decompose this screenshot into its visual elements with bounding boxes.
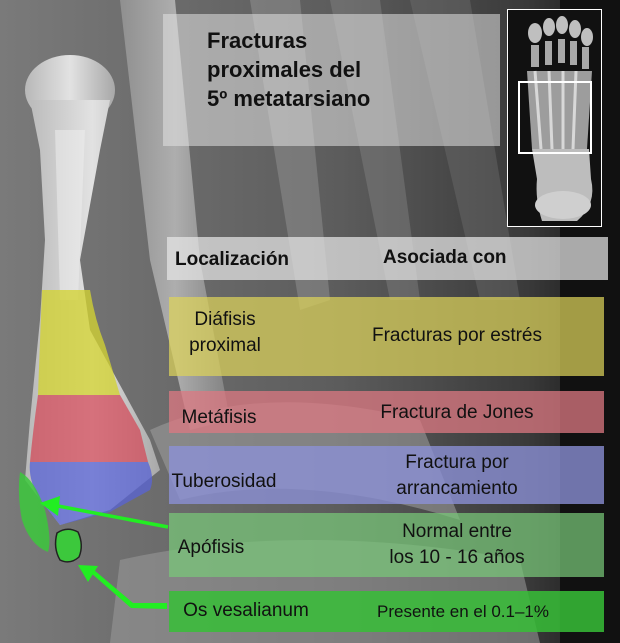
table-row: Os vesalianum Presente en el 0.1–1%	[169, 591, 604, 632]
row-associated: Fractura de Jones	[380, 402, 534, 423]
table-row: Metáfisis Fractura de Jones	[169, 391, 604, 433]
page-title: Fracturas proximales del 5º metatarsiano	[207, 26, 370, 113]
zone-os-vesalianum	[54, 528, 82, 563]
row-location: Metáfisis	[181, 407, 257, 428]
foot-xray-thumbnail-icon	[507, 9, 602, 227]
table-header: Localización Asociada con	[167, 237, 608, 280]
row-associated: Presente en el 0.1–1%	[376, 602, 549, 621]
zone-proximal-diaphysis	[38, 290, 120, 395]
row-location: Apófisis	[177, 537, 245, 558]
title-line: proximales del	[207, 57, 362, 82]
table-row: Tuberosidad Fractura por arrancamiento	[169, 446, 604, 504]
header-associated: Asociada con	[383, 247, 507, 268]
row-associated: Normal entre los 10 - 16 años	[389, 521, 525, 568]
table-row: Diáfisis proximal Fracturas por estrés	[169, 297, 604, 376]
title-line: Fracturas	[207, 28, 308, 53]
row-location: Os vesalianum	[183, 600, 309, 621]
title-panel: Fracturas proximales del 5º metatarsiano	[163, 14, 500, 146]
arrow-left-icon	[40, 496, 169, 529]
arrow-left-icon	[78, 565, 167, 609]
title-line: 5º metatarsiano	[207, 86, 371, 111]
row-location: Diáfisis proximal	[189, 309, 261, 356]
row-associated: Fracturas por estrés	[372, 325, 542, 346]
row-location: Tuberosidad	[171, 471, 277, 492]
zone-tuberosity	[29, 462, 153, 525]
header-location: Localización	[175, 249, 290, 270]
zone-metaphysis	[30, 395, 148, 462]
row-associated: Fractura por arrancamiento	[396, 452, 518, 499]
zone-apophysis	[18, 472, 50, 552]
table-row: Apófisis Normal entre los 10 - 16 años	[169, 513, 604, 577]
